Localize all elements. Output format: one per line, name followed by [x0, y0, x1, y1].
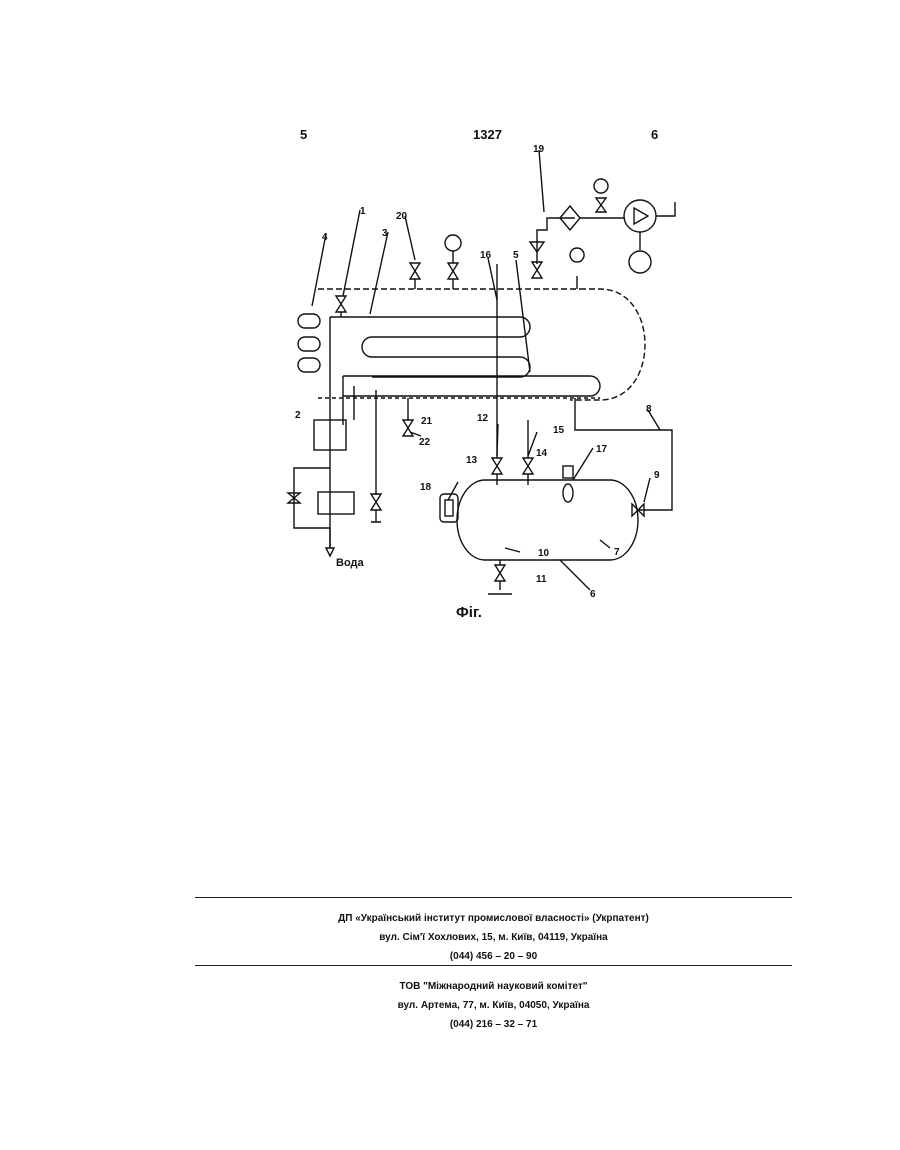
publisher-block: ДП «Український інститут промислової вла… — [195, 909, 792, 966]
label-8: 8 — [646, 404, 652, 415]
label-5: 5 — [513, 250, 519, 261]
label-13: 13 — [466, 455, 478, 466]
valve-13-icon — [492, 458, 502, 474]
label-1: 1 — [360, 206, 366, 217]
technical-drawing: 1 2 3 4 5 6 7 8 9 10 11 12 13 14 15 16 1… — [280, 140, 700, 620]
pressure-gauge-icon — [445, 235, 461, 251]
level-sensor-17-icon — [563, 466, 573, 478]
cylinder-upper-icon — [298, 314, 320, 328]
label-16: 16 — [480, 250, 492, 261]
label-21: 21 — [421, 416, 433, 427]
publisher-name: ДП «Український інститут промислової вла… — [195, 909, 792, 928]
cylinder-middle-icon — [298, 337, 320, 351]
label-11: 11 — [536, 574, 547, 585]
float-17-icon — [563, 484, 573, 502]
divider-top — [195, 897, 792, 898]
cylinder-lower-icon — [298, 358, 320, 372]
printer-phone: (044) 216 – 32 – 71 — [195, 1015, 792, 1034]
pump-valve-icon — [596, 198, 606, 212]
serpentine-coil — [330, 317, 530, 377]
motor-icon — [629, 251, 651, 273]
label-14: 14 — [536, 448, 548, 459]
thermometer-icon — [570, 248, 584, 289]
printer-name: ТОВ "Міжнародний науковий комітет" — [195, 977, 792, 996]
label-10: 10 — [538, 548, 550, 559]
label-6: 6 — [590, 589, 596, 600]
publisher-address: вул. Сім'ї Хохлових, 15, м. Київ, 04119,… — [195, 928, 792, 947]
divider-bottom — [195, 965, 792, 966]
publisher-phone: (044) 456 – 20 – 90 — [195, 947, 792, 966]
label-12: 12 — [477, 413, 489, 424]
label-22: 22 — [419, 437, 431, 448]
valve-10-icon — [488, 565, 512, 594]
label-20: 20 — [396, 211, 408, 222]
label-2: 2 — [295, 410, 301, 421]
pump-icon — [624, 200, 656, 232]
label-17: 17 — [596, 444, 608, 455]
label-4: 4 — [322, 232, 328, 243]
valve-21-icon — [403, 420, 413, 436]
printer-address: вул. Артема, 77, м. Київ, 04050, Україна — [195, 996, 792, 1015]
label-18: 18 — [420, 482, 432, 493]
printer-block: ТОВ "Міжнародний науковий комітет" вул. … — [195, 977, 792, 1034]
drain-valve-icon — [371, 494, 381, 522]
figure-caption: Фіг. — [456, 604, 482, 621]
water-inlet-arrow — [326, 548, 334, 556]
label-15: 15 — [553, 425, 565, 436]
valve-1-icon — [336, 296, 346, 312]
valve-20-icon — [410, 263, 420, 289]
label-water: Вода — [336, 557, 365, 569]
valve-19-icon — [532, 262, 542, 278]
coil-return-curve — [570, 289, 645, 400]
valve-top-icon — [448, 263, 458, 289]
label-19: 19 — [533, 144, 545, 155]
solenoid-valve-icon — [318, 492, 354, 514]
label-9: 9 — [654, 470, 660, 481]
pump-gauge-icon — [594, 179, 608, 193]
coil-lower-loop — [343, 376, 600, 396]
valve-14-icon — [523, 458, 533, 474]
label-7: 7 — [614, 547, 620, 558]
label-3: 3 — [382, 228, 388, 239]
